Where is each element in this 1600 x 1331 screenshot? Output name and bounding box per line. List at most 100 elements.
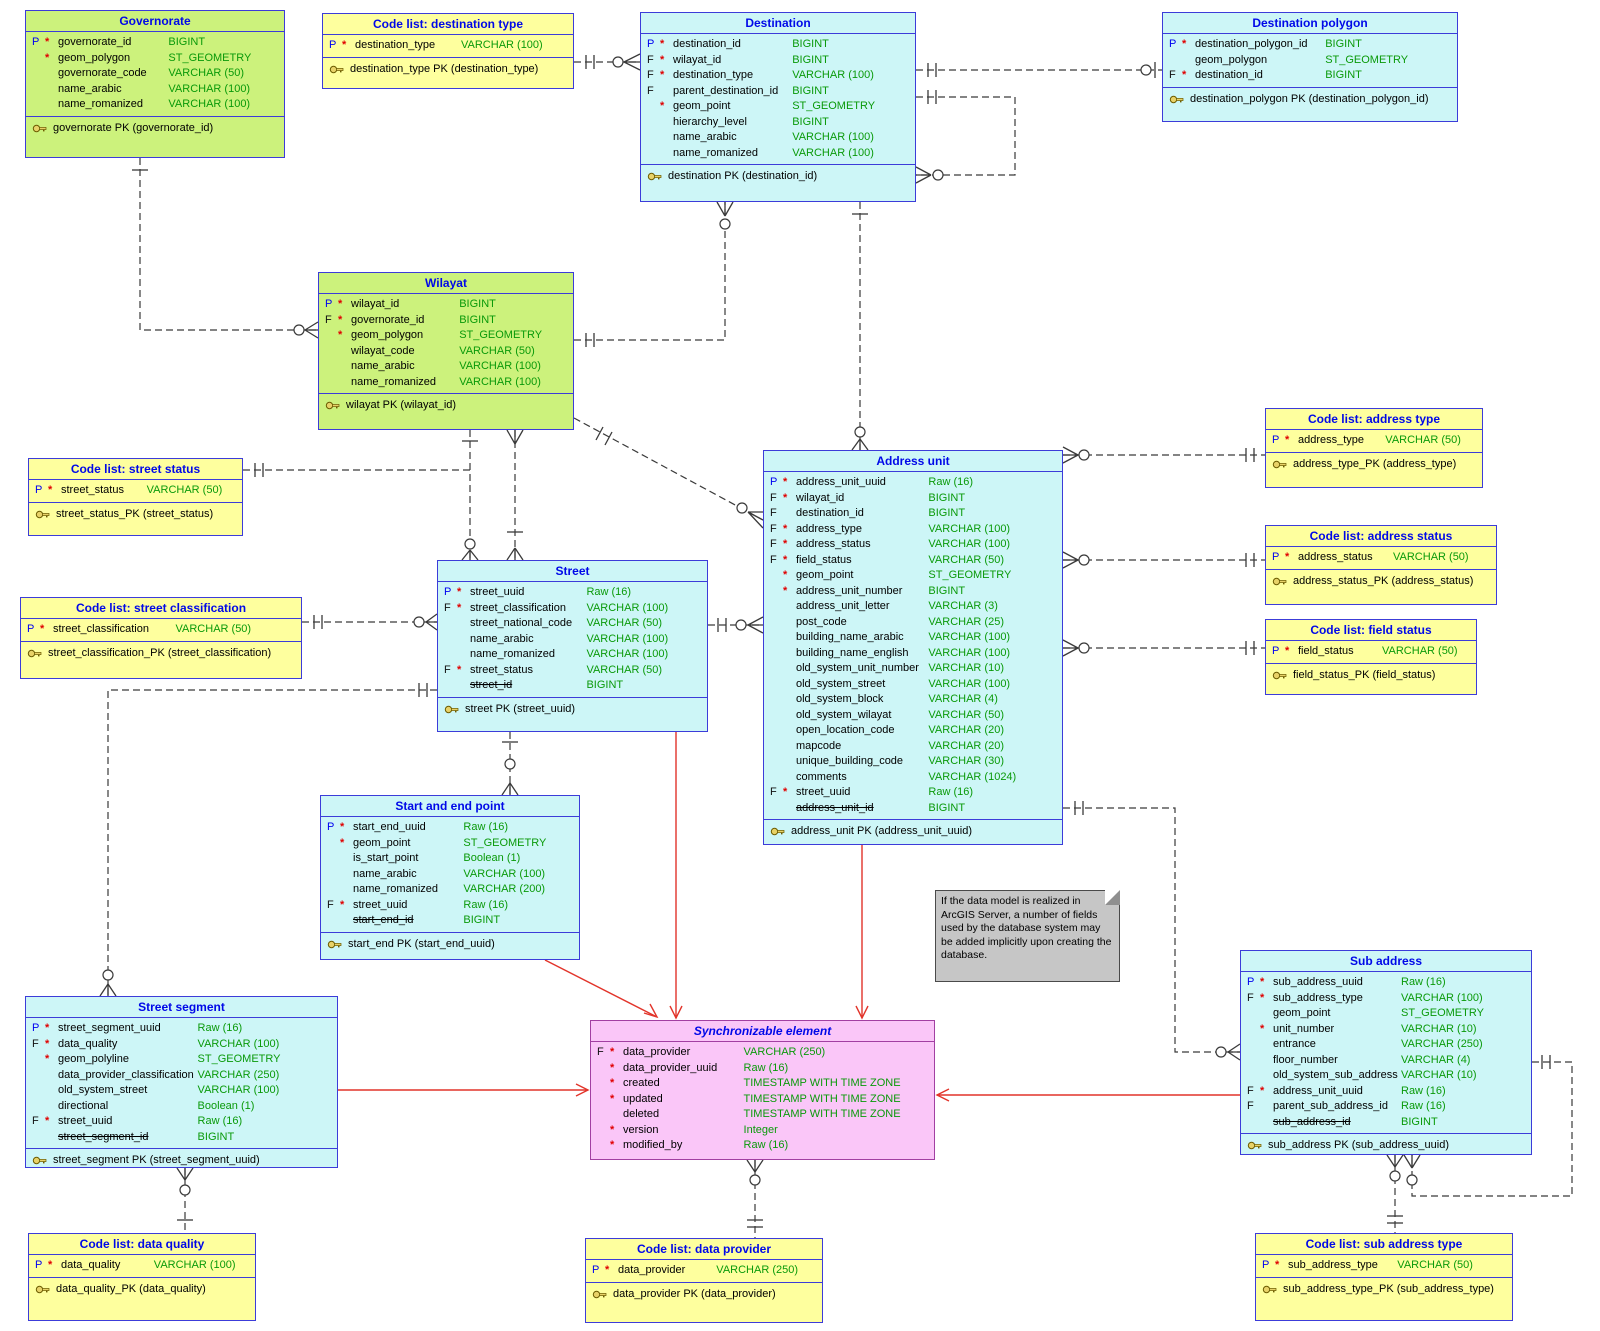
required-marker <box>783 506 796 522</box>
primary-key-text: start_end PK (start_end_uuid) <box>348 937 495 950</box>
column-type: VARCHAR (10) <box>1401 1022 1477 1035</box>
key-marker: F <box>647 53 654 66</box>
required-marker <box>45 1130 58 1146</box>
primary-key-text: data_provider PK (data_provider) <box>613 1287 776 1300</box>
rel-streetstatus-street <box>243 430 479 561</box>
pk-key-icon <box>1247 1141 1262 1150</box>
primary-key-text: address_type_PK (address_type) <box>1293 457 1457 470</box>
column-name: name_arabic <box>673 131 737 143</box>
required-marker: * <box>610 1077 615 1089</box>
rel-wilayat-destination <box>574 201 734 347</box>
column-name: wilayat_code <box>351 344 415 357</box>
required-marker <box>783 801 796 817</box>
column-type: ST_GEOMETRY <box>792 100 876 112</box>
key-marker <box>770 661 783 677</box>
pk-key-icon <box>27 649 42 657</box>
column-name: address_type <box>796 522 863 535</box>
key-marker <box>770 568 783 584</box>
generalization-addressunit-sync <box>855 845 869 1020</box>
column-name: destination_id <box>673 38 741 50</box>
required-marker <box>338 359 351 375</box>
column-type: BIGINT <box>1325 38 1362 50</box>
column-name: data_provider_classification <box>58 1068 194 1081</box>
required-marker: * <box>48 1259 53 1271</box>
column-name: name_arabic <box>351 360 415 372</box>
required-marker: * <box>1285 645 1290 657</box>
column-name: deleted <box>623 1108 660 1120</box>
required-marker: * <box>1285 434 1290 446</box>
required-marker: * <box>45 1037 50 1050</box>
required-marker <box>1260 1068 1273 1084</box>
column-type: VARCHAR (100) <box>586 648 669 660</box>
table-title: Street segment <box>26 997 337 1018</box>
required-marker: * <box>660 38 665 50</box>
key-marker: P <box>329 39 337 51</box>
table-title: Sub address <box>1241 951 1531 972</box>
key-marker: F <box>770 491 777 504</box>
note-arcgis[interactable]: If the data model is realized in ArcGIS … <box>935 890 1120 982</box>
required-marker: * <box>783 538 788 550</box>
column-name: governorate_code <box>58 67 147 79</box>
required-marker <box>340 882 353 898</box>
column-name: geom_point <box>353 836 411 849</box>
required-marker <box>45 97 58 113</box>
primary-key-text: governorate PK (governorate_id) <box>53 121 214 134</box>
column-name: directional <box>58 1099 109 1112</box>
column-name: parent_sub_address_id <box>1273 1100 1388 1112</box>
primary-key-text: street_segment PK (street_segment_uuid) <box>53 1154 260 1166</box>
pk-key-icon <box>1262 1285 1277 1293</box>
column-name: address_unit_id <box>796 801 874 814</box>
column-type: VARCHAR (10) <box>928 662 1004 674</box>
key-marker <box>597 1123 610 1139</box>
key-marker <box>597 1107 610 1123</box>
required-marker: * <box>457 586 462 598</box>
column-name: address_type <box>1298 434 1365 446</box>
primary-key-text: destination_polygon PK (destination_poly… <box>1190 92 1429 105</box>
key-marker: F <box>32 1037 39 1050</box>
primary-key-text: address_status_PK (address_status) <box>1293 574 1474 587</box>
rel-addressunit-subaddress <box>1063 801 1241 1061</box>
primary-key-row: destination_polygon PK (destination_poly… <box>1163 86 1457 122</box>
column-type: BIGINT <box>928 507 966 519</box>
key-marker <box>327 851 340 867</box>
column-name: entrance <box>1273 1038 1316 1050</box>
key-marker <box>1247 1068 1260 1084</box>
required-marker: * <box>610 1123 615 1136</box>
required-marker <box>783 770 796 786</box>
table-title: Start and end point <box>321 796 579 817</box>
required-marker <box>660 84 673 100</box>
generalization-streetsegment-sync <box>338 1083 590 1097</box>
